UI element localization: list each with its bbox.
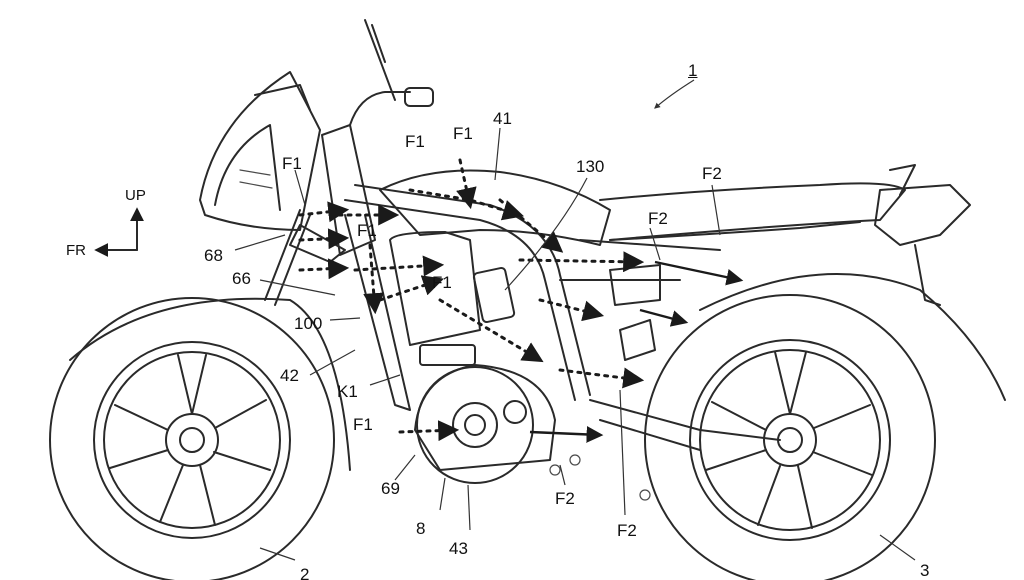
label-part-69: 69 [381,479,400,498]
label-ref-1: 1 [688,61,698,80]
label-f1-f: F1 [353,415,373,434]
label-part-42: 42 [280,366,299,385]
label-part-68: 68 [204,246,223,265]
label-part-130: 130 [576,157,605,176]
frame [344,184,721,411]
label-f2-c: F2 [555,489,575,508]
label-f2-a: F2 [702,164,722,183]
leader-lines [234,79,916,561]
label-part-66: 66 [232,269,251,288]
flow-f2-arrows [529,260,744,443]
label-part-43: 43 [449,539,468,558]
label-f2-d: F2 [617,521,637,540]
label-part-k1: K1 [337,382,358,401]
label-up: UP [125,187,146,204]
label-part-2: 2 [300,565,310,580]
label-part-100: 100 [294,314,323,333]
label-f1-e: F1 [432,273,452,292]
label-f1-d: F1 [357,221,377,240]
label-part-3: 3 [920,561,930,580]
front-wheel [49,297,351,580]
label-fr: FR [66,242,86,259]
tank-and-seat [379,164,971,306]
label-part-8: 8 [416,519,426,538]
label-f1-c: F1 [453,124,473,143]
flow-f1-arrows [298,158,645,442]
label-f1-a: F1 [282,154,302,173]
power-unit [414,266,556,484]
label-part-41: 41 [493,109,512,128]
rear-suspension [549,264,781,501]
rear-wheel [644,273,1006,580]
label-f1-b: F1 [405,132,425,151]
label-f2-b: F2 [648,209,668,228]
direction-indicator [94,207,144,257]
front-fairing [199,71,321,231]
